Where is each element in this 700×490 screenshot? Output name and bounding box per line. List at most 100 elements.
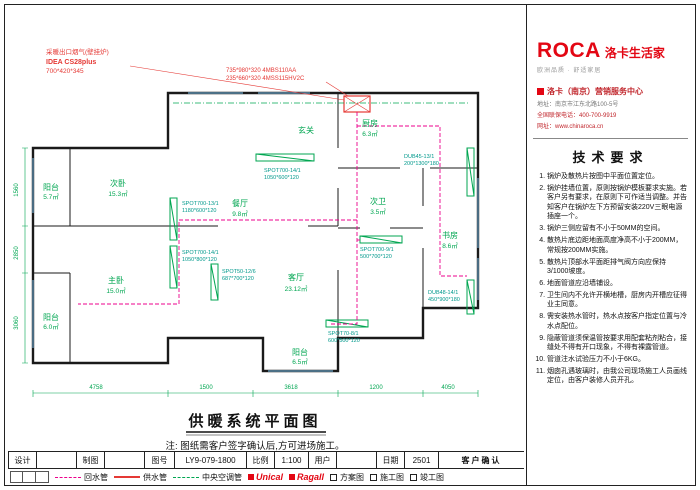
unical-logo-icon [248,474,254,480]
tech-item: 隐蔽管道须保温管按要求用配套粘剂粘合，接缝处不得有开口现象，不得有裸露管道。 [547,334,687,353]
contact-address: 地址：南京市江东北路100-5号 [537,102,619,108]
check-label: 方案图 [340,472,365,482]
legend-row: 回水管 供水管 中央空调管 Unical Ragall 方案图 施工图 竣工图 [8,469,524,485]
field-label: 用户 [308,452,336,468]
roca-logo: ROCA [537,39,601,62]
brand-block: ROCA 洛卡生活家 欧洲品质 · 舒适家居 [537,39,684,74]
room-name: 主卧 [108,275,124,285]
field-value [104,452,144,468]
tech-item: 管道注水试验压力不小于6KG。 [547,355,687,364]
scale-value: 1:100 [274,452,308,468]
radiator-model: SPOT700-13/1 [182,201,219,207]
dimensions-bottom [32,390,479,397]
windows [32,92,479,372]
radiators [169,147,475,328]
boiler-note-line: IDEA CS28plus [46,59,96,66]
room-area: 15.3㎡ [108,189,128,198]
dim-label: 1200 [369,385,383,391]
tech-item: 锅炉挂墙位置，原则按锅炉模板要求实施。若客户另有要求，在原则下可作适当调整。并告… [547,184,687,222]
title-block: 设计 制图 图号 LY9-079-1800 比例 1:100 用户 日期 250… [8,451,524,469]
check-label: 竣工图 [420,472,445,482]
radiator-size: 1180*600*120 [182,208,216,214]
tech-item: 地面管道应沿墙铺设。 [547,279,687,288]
ragall-logo-text: Ragall [297,472,325,482]
field-label: 比例 [246,452,274,468]
floor-plan-area: 阳台 5.7㎡ 次卧 15.3㎡ 主卧 15.0㎡ 阳台 6.0㎡ 玄关 餐厅 … [8,8,524,451]
radiator-model: SPOT700-9/1 [360,247,394,253]
room-name: 玄关 [298,125,314,135]
checkbox-icon [370,473,378,481]
ragall-logo-icon [289,474,296,480]
ac-note-line: 735*980*320 4MBS110AA [226,68,296,74]
dimension-labels-left: 1560 2850 3060 [14,183,20,330]
field-label: 图号 [144,452,174,468]
radiator-size: 200*1300*180 [404,161,439,167]
room-area: 8.6㎡ [442,241,458,250]
radiator-model: DUB48-14/1 [428,290,458,296]
dimension-labels-bottom: 4758 1500 3618 1200 4050 [89,385,455,391]
room-area: 6.3㎡ [362,129,378,138]
dim-label: 1500 [199,385,213,391]
room-name: 客厅 [288,272,304,282]
radiator-size: 1050*600*120 [264,175,299,181]
sidebar: ROCA 洛卡生活家 欧洲品质 · 舒适家居 洛卡（南京）营销服务中心 地址：南… [526,5,694,485]
boiler-annotation: 采暖出口烟气(壁挂炉) IDEA CS28plus 700*420*345 [46,47,345,101]
room-area: 3.5㎡ [370,207,386,216]
seal-icon [537,88,544,95]
dimensions-left [22,147,28,364]
ac-annotation: 735*980*320 4MBS110AA 235*660*320 4MSS11… [226,68,349,97]
radiator-model: SPOT700-14/1 [182,250,219,256]
legend-label: 中央空调管 [202,472,242,482]
room-area: 6.0㎡ [43,322,59,331]
floor-plan-svg: 阳台 5.7㎡ 次卧 15.3㎡ 主卧 15.0㎡ 阳台 6.0㎡ 玄关 餐厅 … [14,47,480,451]
leader-line [325,81,349,97]
check-label: 施工图 [380,472,405,482]
revision-cell [10,471,23,483]
room-name: 书房 [442,230,458,240]
radiator-model: DUB45-13/1 [404,154,434,160]
dim-label: 4758 [89,385,103,391]
tech-requirements-title: 技术要求 [572,150,649,165]
contact-web: 网址：www.chinaroca.cn [537,124,604,130]
checkbox-icon [330,473,338,481]
service-center-text: 洛卡（南京）营销服务中心 [547,87,643,96]
room-area: 23.12㎡ [285,284,308,293]
room-area: 6.5㎡ [292,357,308,366]
radiator-model: SPOT50-12/6 [222,269,256,275]
room-name: 阳台 [43,182,59,192]
room-name: 次卫 [370,196,386,206]
revision-cell [23,471,36,483]
dim-label: 2850 [14,246,20,260]
return-pipe-line-icon [55,476,81,478]
room-area: 5.7㎡ [43,192,59,201]
revision-grid [10,471,49,483]
brand-tagline: 欧洲品质 · 舒适家居 [537,68,602,74]
sidebar-divider [533,138,688,139]
unical-logo: Unical [248,472,283,482]
room-name: 厨房 [362,118,378,128]
boiler-note-line: 700*420*345 [46,68,84,75]
field-value [336,452,376,468]
dim-label: 3060 [14,316,20,330]
dim-label: 4050 [441,385,455,391]
legend-label: 回水管 [84,472,108,482]
field-label: 日期 [376,452,404,468]
leader-line [129,65,345,101]
tech-item: 锅炉及散热片按图中平面位置定位。 [547,172,687,181]
contact-phone: 全国联保电话：400-700-9919 [537,113,617,119]
radiator-model: SPOT70-8/1 [328,331,359,337]
sheet-title: 供暖系统平面图 [187,412,321,430]
tech-requirements-list: 锅炉及散热片按图中平面位置定位。 锅炉挂墙位置，原则按锅炉模板要求实施。若客户另… [534,172,687,386]
room-area: 9.8㎡ [232,209,248,218]
room-name: 阳台 [43,312,59,322]
checkbox-icon [410,473,418,481]
check-asbuilt-drawing: 竣工图 [410,472,444,483]
legend-supply-pipe: 供水管 [114,472,167,483]
room-name: 阳台 [292,347,308,357]
tech-requirements: 技术要求 锅炉及散热片按图中平面位置定位。 锅炉挂墙位置，原则按锅炉模板要求实施… [527,147,694,386]
ac-note-line: 235*660*320 4MSS115HV2C [226,76,305,82]
radiator-size: 600*500*120 [328,338,360,344]
dim-label: 3618 [284,385,298,391]
ragall-logo: Ragall [289,472,324,482]
